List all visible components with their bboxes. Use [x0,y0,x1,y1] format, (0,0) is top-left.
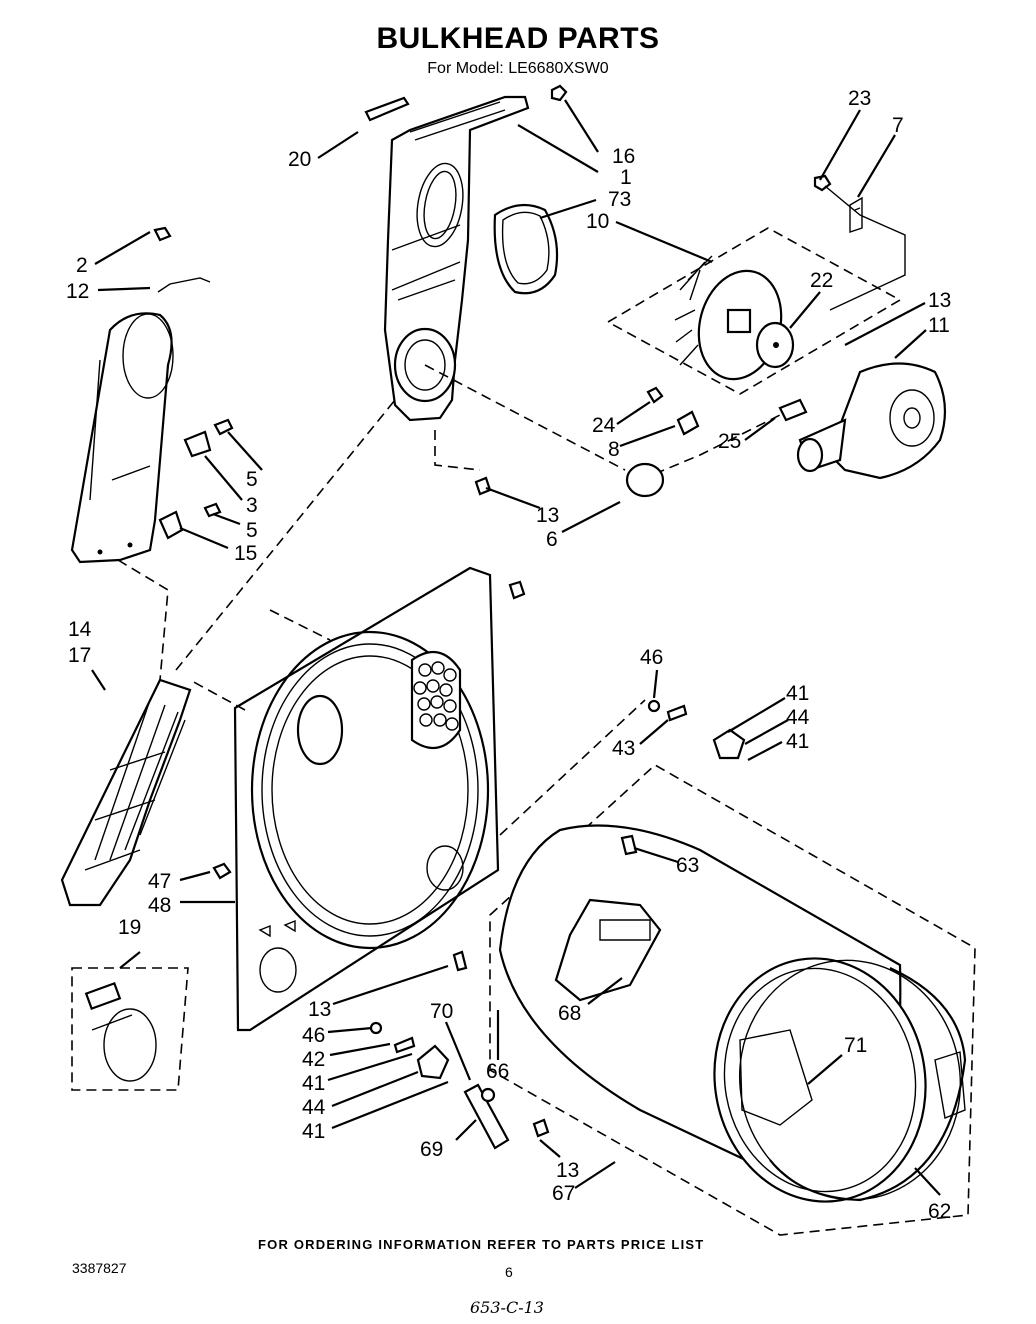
callout-2: 2 [76,254,88,277]
callout-17: 17 [68,644,91,667]
blower-wheel-part [674,255,795,381]
callout-44-left: 44 [302,1096,326,1119]
screw-13-mid [508,580,526,600]
drum-assembly-outline [489,764,976,1236]
callout-48: 48 [148,894,171,917]
wire-12 [157,277,211,293]
screw-5b [203,502,222,518]
screw-13-duct [474,476,492,496]
clip-8 [676,410,700,436]
screw-13-lower [452,950,468,972]
callout-5-upper: 5 [246,468,258,491]
thermal-fuse-15 [158,510,184,540]
callout-5-lower: 5 [246,519,258,542]
blower-housing-part [796,362,947,480]
screw-24 [646,386,664,404]
screw-5a [213,418,234,436]
nut-47 [212,862,232,880]
callout-41-right-lower: 41 [786,730,809,753]
callout-43: 43 [612,737,635,760]
callout-41-right-upper: 41 [786,682,809,705]
washer-70 [480,1087,496,1103]
callout-11: 11 [928,314,950,337]
callout-10: 10 [586,210,609,233]
callout-42: 42 [302,1048,325,1071]
callout-71: 71 [844,1034,867,1057]
callout-69: 69 [420,1138,443,1161]
callout-23: 23 [848,87,871,110]
callout-67: 67 [552,1182,575,1205]
model-subtitle: For Model: LE6680XSW0 [427,60,609,77]
callout-20: 20 [288,148,311,171]
document-number: 3387827 [72,1260,127,1276]
heater-box-part [70,312,174,564]
page-title: BULKHEAD PARTS [376,22,660,55]
shaft-42 [393,1036,416,1054]
handwritten-code: 653-C-13 [470,1298,544,1317]
callout-22: 22 [810,269,833,292]
bearing-6 [625,462,665,498]
callout-1: 1 [620,166,632,189]
callout-13-fan: 13 [928,289,951,312]
duct-seal-ring-part [493,203,559,295]
callout-14: 14 [68,618,92,641]
callout-25: 25 [718,430,741,453]
roller-44b [416,1044,450,1080]
callout-41-left-lower: 41 [302,1120,325,1143]
page-number: 6 [505,1264,513,1280]
callout-16: 16 [612,145,635,168]
callout-70: 70 [430,1000,453,1023]
roller-44a [712,728,746,760]
callout-13-bottom: 13 [556,1159,579,1182]
callout-12: 12 [66,280,89,303]
bulkhead-duct-part [364,84,568,422]
callout-19: 19 [118,916,141,939]
heater-element-part [60,678,192,907]
callout-arrows [91,99,941,1196]
callout-3: 3 [246,494,258,517]
terminal-kit-part [71,967,189,1091]
callout-8: 8 [608,438,620,461]
callout-46-right: 46 [640,646,663,669]
callout-63: 63 [676,854,699,877]
clip-25 [778,398,808,422]
callout-7: 7 [892,114,904,137]
callout-24: 24 [592,414,616,437]
screw-63 [620,834,638,856]
shaft-43 [666,704,688,722]
ordering-note: FOR ORDERING INFORMATION REFER TO PARTS … [258,1237,705,1252]
washer-46a [647,699,661,713]
drum-seal-part [769,966,967,1202]
drum-part [498,824,962,1203]
callout-47: 47 [148,870,171,893]
screw-13-bottom [532,1118,550,1138]
callout-73: 73 [608,188,631,211]
thermostat-3 [183,430,212,458]
callout-13-duct: 13 [536,504,559,527]
callout-44-right: 44 [786,706,810,729]
rear-bulkhead-part [233,566,500,1032]
bracket-69 [463,1083,510,1150]
callout-13-lower: 13 [308,998,331,1021]
screw-2 [153,226,172,242]
clip-7 [849,196,863,233]
callout-15: 15 [234,542,257,565]
washer-46b [369,1021,383,1035]
callout-68: 68 [558,1002,581,1025]
callout-46-left: 46 [302,1024,325,1047]
callout-41-left-upper: 41 [302,1072,325,1095]
callout-62: 62 [928,1200,951,1223]
callout-66: 66 [486,1060,509,1083]
callout-6: 6 [546,528,558,551]
